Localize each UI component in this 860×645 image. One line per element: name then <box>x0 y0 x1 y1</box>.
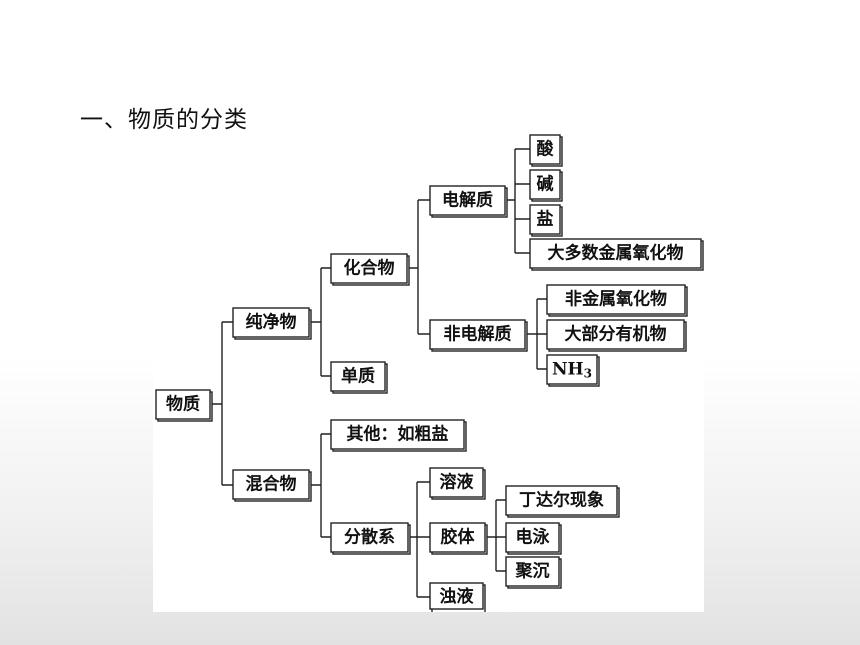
svg-text:电解质: 电解质 <box>442 190 493 211</box>
connector-jiaoti <box>485 499 506 572</box>
svg-text:浊液: 浊液 <box>440 586 474 607</box>
node-jian: 碱 <box>529 169 563 202</box>
svg-text:电泳: 电泳 <box>516 527 551 548</box>
node-qita: 其他：如粗盐 <box>330 419 467 452</box>
classification-diagram: 物质 纯净物 混合物 化合物 单质 电解质 <box>153 130 704 612</box>
node-dianyong: 电泳 <box>505 522 562 555</box>
svg-text:物质: 物质 <box>166 394 200 415</box>
svg-text:丁达尔现象: 丁达尔现象 <box>519 490 604 511</box>
connector-dianjiezhi <box>505 148 530 254</box>
nh3-label: NH3 <box>552 360 592 381</box>
connector-hunhewu <box>309 433 331 538</box>
svg-text:胶体: 胶体 <box>441 527 476 548</box>
connector-chunjingwu <box>309 267 331 377</box>
svg-text:溶液: 溶液 <box>440 472 474 493</box>
node-suan: 酸 <box>529 134 563 167</box>
node-huahewu: 化合物 <box>330 253 410 286</box>
connector-fensanxi <box>408 481 430 598</box>
svg-text:酸: 酸 <box>537 139 555 160</box>
connector-huahewu <box>407 199 430 335</box>
svg-text:化合物: 化合物 <box>344 258 395 279</box>
node-fensanxi: 分散系 <box>330 522 411 555</box>
node-jucheng: 聚沉 <box>505 556 562 589</box>
node-wuzhi: 物质 <box>155 389 213 422</box>
node-danzhi: 单质 <box>330 361 388 394</box>
node-jiaoti: 胶体 <box>429 522 488 555</box>
svg-text:碱: 碱 <box>537 174 554 195</box>
node-feijinshu-yanghuawu: 非金属氧化物 <box>546 284 688 317</box>
svg-text:大多数金属氧化物: 大多数金属氧化物 <box>548 243 684 264</box>
svg-text:盐: 盐 <box>537 209 554 230</box>
node-youjiwu: 大部分有机物 <box>546 319 687 352</box>
connectors <box>210 148 547 598</box>
node-jinshu-yanghuawu: 大多数金属氧化物 <box>529 238 704 271</box>
svg-text:非电解质: 非电解质 <box>444 324 512 345</box>
svg-text:分散系: 分散系 <box>344 527 395 548</box>
svg-text:非金属氧化物: 非金属氧化物 <box>565 289 667 310</box>
connector-wuzhi <box>210 321 233 486</box>
svg-text:大部分有机物: 大部分有机物 <box>565 324 667 345</box>
node-dianjiezhi: 电解质 <box>429 185 508 218</box>
svg-text:聚沉: 聚沉 <box>515 561 550 582</box>
svg-text:其他：如粗盐: 其他：如粗盐 <box>347 424 449 445</box>
node-feidianjiezhi: 非电解质 <box>429 319 528 352</box>
node-rongye: 溶液 <box>429 467 486 500</box>
svg-text:单质: 单质 <box>341 366 375 387</box>
diagram-canvas: 物质 纯净物 混合物 化合物 单质 电解质 <box>155 134 704 612</box>
connector-feidianjiezhi <box>525 298 547 370</box>
node-yan: 盐 <box>529 204 563 237</box>
node-chunjingwu: 纯净物 <box>232 307 312 340</box>
node-zhuoye: 浊液 <box>429 582 486 612</box>
svg-text:纯净物: 纯净物 <box>246 312 297 333</box>
page-title: 一、物质的分类 <box>80 107 248 133</box>
svg-text:混合物: 混合物 <box>246 474 297 495</box>
node-dingdaer: 丁达尔现象 <box>505 485 620 518</box>
node-hunhewu: 混合物 <box>232 469 312 502</box>
node-nh3: NH3 <box>546 354 600 387</box>
